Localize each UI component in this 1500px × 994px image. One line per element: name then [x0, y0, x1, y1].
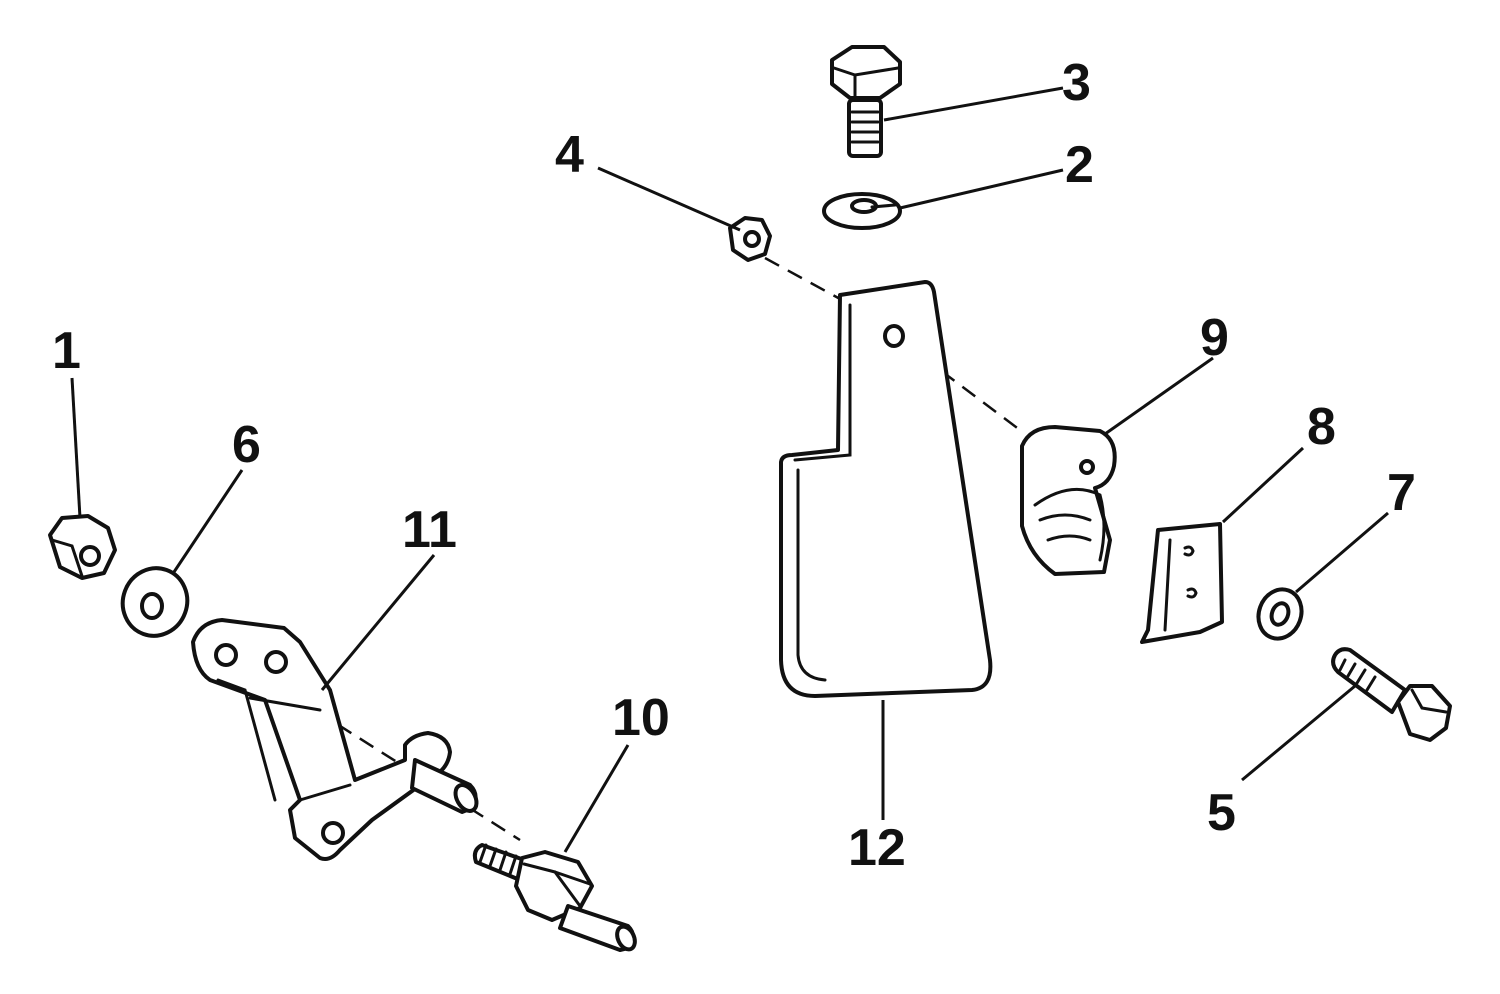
callout-1: 1: [52, 322, 81, 380]
callout-9: 9: [1200, 309, 1229, 367]
callout-11: 11: [402, 501, 457, 559]
part-2-lock-washer: [822, 192, 902, 230]
part-12-bracket-plate: [779, 280, 993, 698]
callout-5: 5: [1207, 784, 1236, 842]
part-10-threaded-stud: [472, 843, 637, 952]
part-11-lever-arm: [191, 618, 479, 861]
callout-3: 3: [1062, 54, 1091, 112]
leader-lines: [70, 86, 1389, 853]
callout-2: 2: [1065, 136, 1094, 194]
callout-6: 6: [232, 416, 261, 474]
callout-labels: 3 2 4 1 6 11 10 9 8 7 5 12: [52, 54, 1416, 877]
part-7-flat-washer: [1256, 587, 1304, 641]
part-4-small-nut: [728, 216, 772, 262]
callout-7: 7: [1387, 464, 1416, 522]
callout-10: 10: [612, 689, 670, 747]
part-5-hex-bolt: [1331, 647, 1452, 742]
part-9-cable-clamp: [1020, 425, 1117, 576]
callout-8: 8: [1307, 398, 1336, 456]
part-1-hex-nut: [48, 514, 117, 580]
part-6-flat-washer: [120, 566, 190, 638]
part-8-retainer-plate: [1140, 522, 1224, 644]
part-3-hex-bolt: [830, 45, 902, 158]
callout-12: 12: [848, 819, 906, 877]
callout-4: 4: [555, 126, 584, 184]
